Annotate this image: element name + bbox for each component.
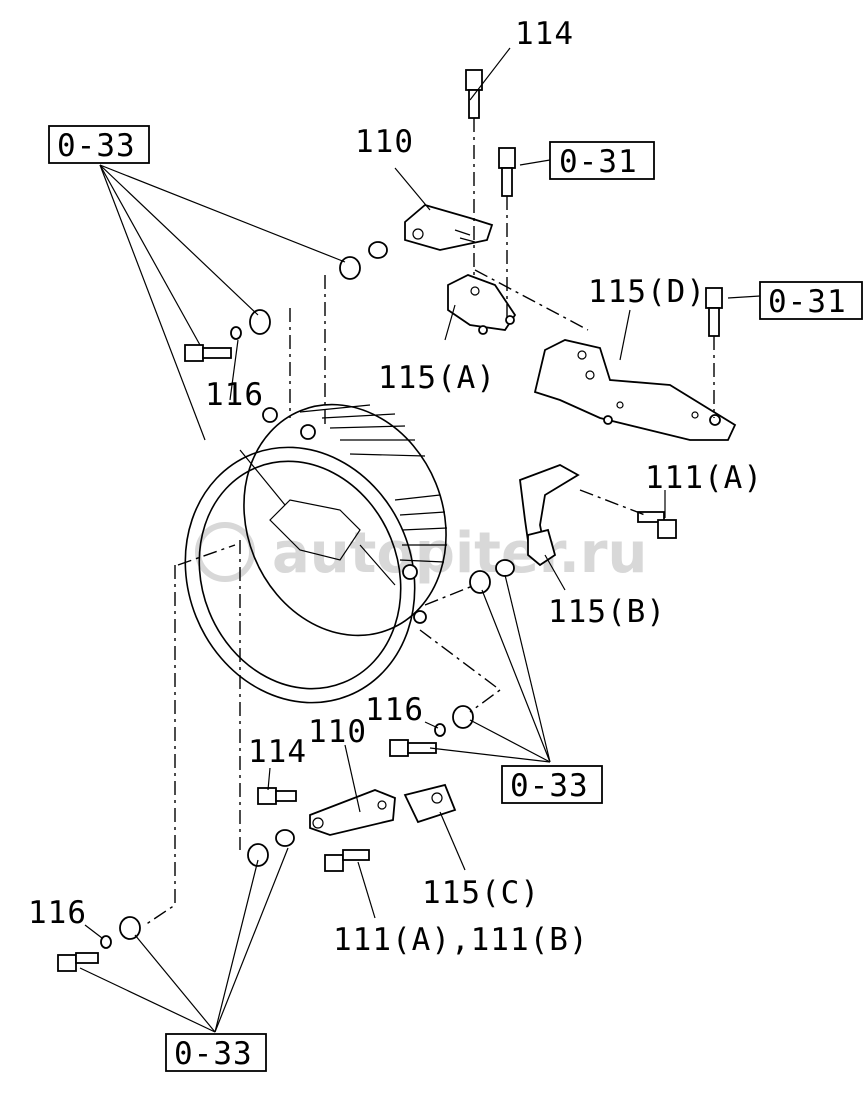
watermark-logo-icon [195, 522, 255, 582]
bolt-116-top [184, 344, 232, 362]
bolt-114-bottom [257, 787, 297, 805]
part-label-111ab: 111(A),111(B) [333, 922, 589, 958]
ref-box-033-mid[interactable]: 0-33 [501, 765, 603, 804]
watermark-text: autopiter.ru [272, 521, 647, 586]
part-label-115d: 115(D) [588, 274, 706, 310]
part-label-116-top: 116 [205, 377, 264, 413]
bolt-031-top [498, 147, 516, 197]
bolt-114-top [465, 69, 483, 119]
ref-text-033-top: 0-33 [57, 128, 136, 164]
assembly-lines [144, 118, 715, 926]
part-label-116-bottom: 116 [28, 895, 87, 931]
bracket-115d [533, 339, 737, 441]
ref-box-033-top[interactable]: 0-33 [48, 125, 150, 164]
bolt-111a-right [637, 511, 677, 539]
ref-box-031-right[interactable]: 0-31 [759, 281, 863, 320]
bolt-111ab [324, 849, 370, 872]
part-label-115c: 115(C) [422, 875, 540, 911]
ref-text-033-bottom: 0-33 [174, 1036, 253, 1072]
part-label-115b: 115(B) [548, 594, 666, 630]
grommets [100, 241, 515, 949]
bracket-115a [447, 274, 517, 335]
part-label-116-mid: 116 [365, 692, 424, 728]
fan-shroud [184, 403, 448, 704]
part-label-114-bottom: 114 [248, 734, 307, 770]
ref-box-031-top[interactable]: 0-31 [549, 141, 655, 180]
ref-text-031-top: 0-31 [559, 144, 638, 180]
ref-box-033-bottom[interactable]: 0-33 [165, 1033, 267, 1072]
part-label-111a-right: 111(A) [645, 460, 763, 496]
bracket-110-top [404, 204, 494, 251]
part-label-114-top: 114 [515, 16, 574, 52]
part-label-115a: 115(A) [378, 360, 496, 396]
part-label-110-top: 110 [355, 124, 414, 160]
bracket-110-bottom [309, 789, 396, 836]
part-label-110-bottom: 110 [308, 714, 367, 750]
ref-text-033-mid: 0-33 [510, 768, 589, 804]
leader-lines [79, 47, 761, 1033]
ref-text-031-right: 0-31 [768, 284, 847, 320]
bolt-116-mid [389, 739, 437, 757]
bolt-031-right [705, 287, 723, 337]
bracket-115c [403, 783, 457, 824]
bolt-116-bottom [57, 952, 99, 972]
